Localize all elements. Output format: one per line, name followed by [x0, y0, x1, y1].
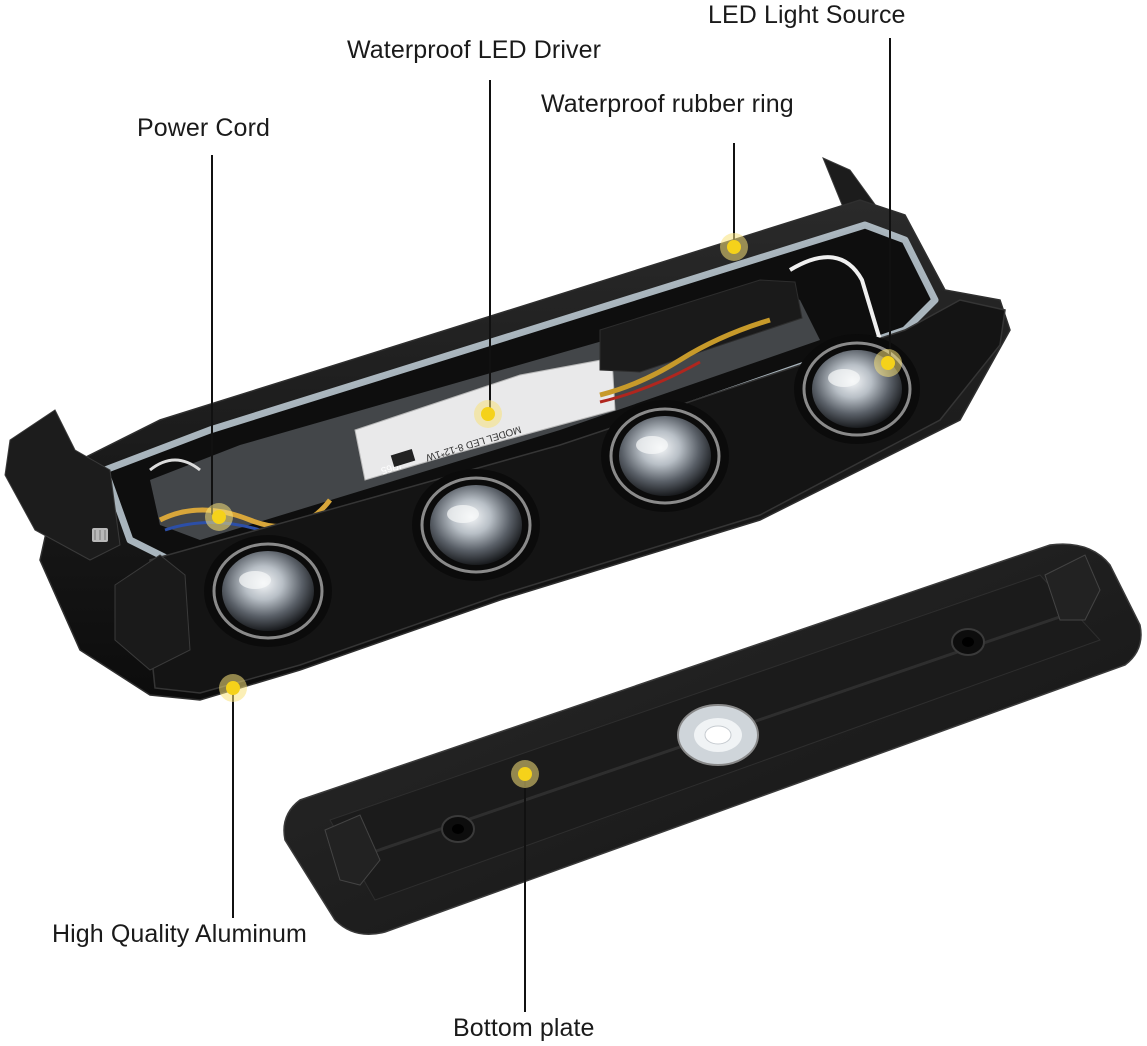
bottom-plate-clip-left: [324, 814, 381, 886]
bottom-plate: [283, 543, 1142, 935]
callout-waterproof-led-driver: Waterproof LED Driver: [347, 36, 602, 64]
callout-waterproof-rubber-ring: Waterproof rubber ring: [541, 90, 794, 118]
callout-power-cord: Power Cord: [137, 114, 270, 142]
screw-hole-left: [441, 815, 475, 843]
screw-hole-right: [951, 628, 985, 656]
led-lens-2: [412, 469, 540, 581]
callout-dot-icon: [205, 503, 233, 531]
left-bracket: [114, 554, 191, 671]
callout-led-light-source: LED Light Source: [708, 1, 906, 29]
cable-grommet: [677, 704, 759, 766]
callout-dot-icon: [474, 400, 502, 428]
waterproof-gasket-ring: [101, 221, 939, 564]
callout-dot-icon: [511, 760, 539, 788]
led-lens-1: [204, 535, 332, 647]
control-module: [599, 279, 803, 373]
left-mounting-tab: [4, 409, 121, 561]
callout-high-quality-aluminum: High Quality Aluminum: [52, 920, 307, 948]
mounting-screw: [92, 528, 108, 542]
callout-dot-icon: [219, 674, 247, 702]
led-lens-4: [794, 334, 920, 444]
led-lens-3: [601, 400, 729, 512]
callout-dot-icon: [720, 233, 748, 261]
callout-markers: [205, 233, 902, 788]
leader-lines: [211, 38, 891, 1012]
callout-bottom-plate: Bottom plate: [453, 1014, 595, 1042]
bottom-plate-clip-right: [1044, 554, 1101, 621]
front-lip: [149, 299, 1006, 694]
callout-dot-icon: [874, 349, 902, 377]
